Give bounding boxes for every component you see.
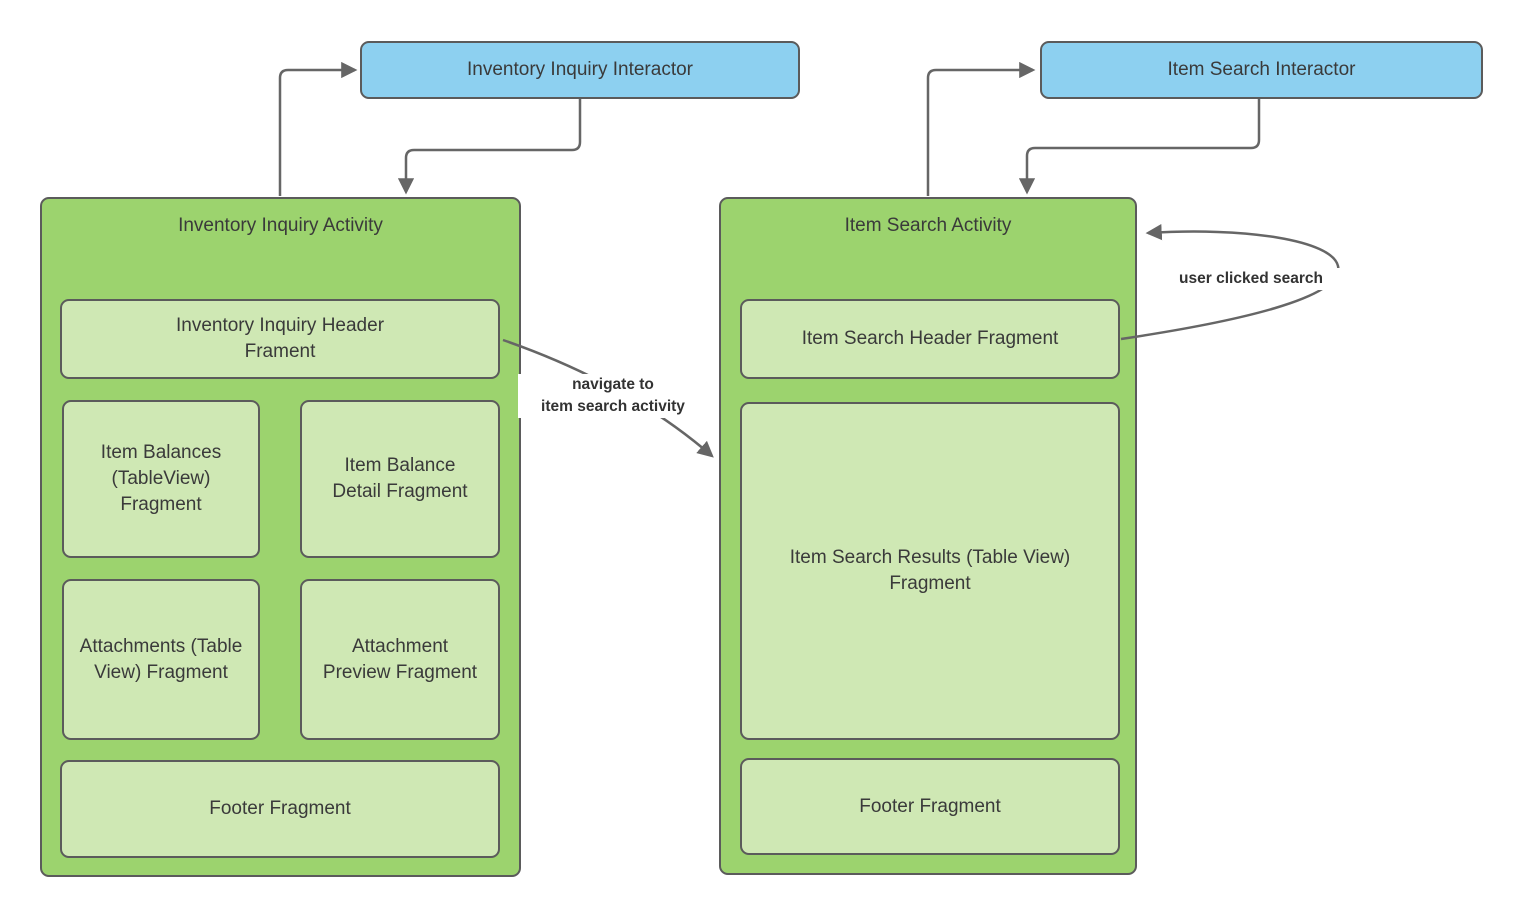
fragment-inventory-inquiry-header: Inventory Inquiry Header Frament [60, 299, 500, 379]
fragment-item-balances-label: Item Balances (TableView) Fragment [100, 442, 222, 515]
fragment-item-search-header: Item Search Header Fragment [740, 299, 1120, 379]
interactor-inventory-inquiry-label: Inventory Inquiry Interactor [467, 59, 693, 80]
fragment-item-search-footer: Footer Fragment [740, 758, 1120, 855]
fragment-item-balance-detail-label: Item Balance Detail Fragment [332, 455, 468, 502]
activity-item-search-title: Item Search Activity [844, 215, 1012, 236]
fragment-item-search-header-label: Item Search Header Fragment [801, 328, 1059, 349]
fragment-inventory-inquiry-header-label: Inventory Inquiry Header Frament [175, 315, 385, 362]
activity-inventory-inquiry-title: Inventory Inquiry Activity [178, 215, 383, 236]
interactor-item-search-label: Item Search Interactor [1167, 59, 1356, 80]
connector-search-activity-to-interactor [926, 61, 1036, 196]
fragment-attachment-preview: Attachment Preview Fragment [300, 579, 500, 740]
fragment-item-search-results-label: Item Search Results (Table View) Fragmen… [789, 547, 1071, 594]
connector-search-interactor-to-activity [1018, 99, 1261, 195]
connector-inventory-interactor-to-activity [397, 99, 582, 195]
fragment-attachments-label: Attachments (Table View) Fragment [79, 635, 243, 683]
fragment-attachments: Attachments (Table View) Fragment [62, 579, 260, 740]
interactor-item-search: Item Search Interactor [1040, 41, 1483, 99]
interactor-inventory-inquiry: Inventory Inquiry Interactor [360, 41, 800, 99]
edge-label-user-clicked-search: user clicked search [1160, 268, 1342, 290]
fragment-item-balance-detail: Item Balance Detail Fragment [300, 400, 500, 558]
fragment-item-search-footer-label: Footer Fragment [859, 795, 1001, 817]
fragment-inventory-footer: Footer Fragment [60, 760, 500, 858]
fragment-item-search-results: Item Search Results (Table View) Fragmen… [740, 402, 1120, 740]
fragment-inventory-footer-label: Footer Fragment [209, 798, 351, 819]
fragment-attachment-preview-label: Attachment Preview Fragment [322, 635, 478, 683]
fragment-item-balances: Item Balances (TableView) Fragment [62, 400, 260, 558]
edge-label-navigate: navigate to item search activity [518, 374, 708, 418]
connector-inventory-activity-to-interactor [278, 61, 358, 196]
